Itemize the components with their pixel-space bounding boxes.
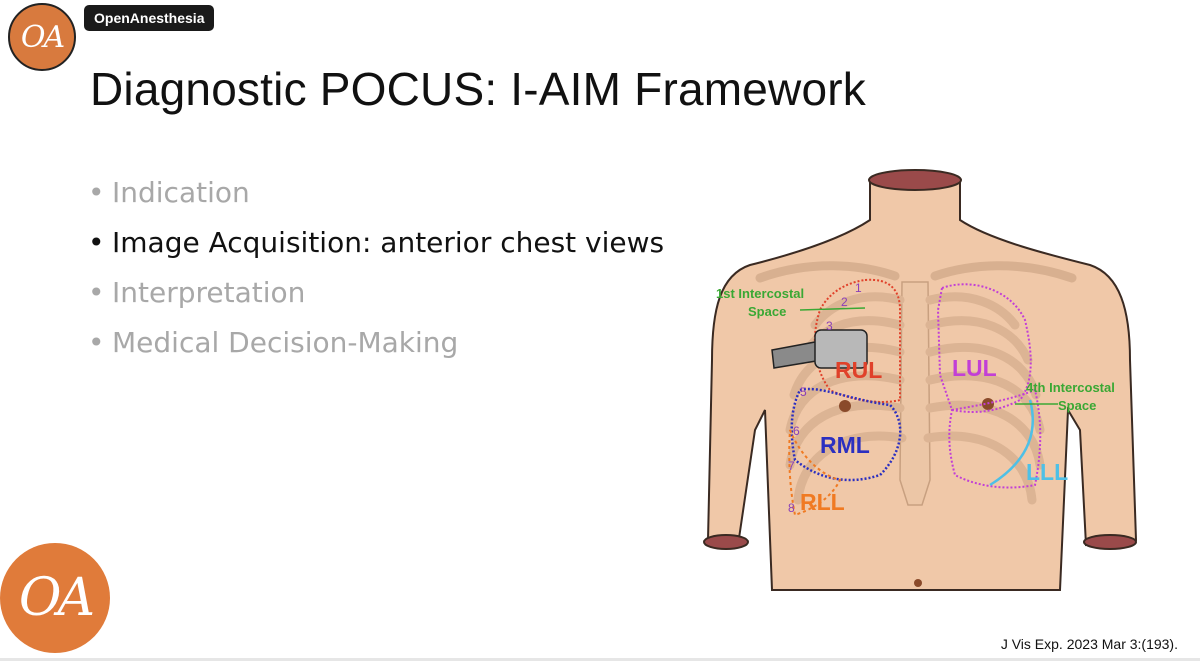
- right-arm-stump: [703, 534, 749, 550]
- bullet-glyph: •: [88, 326, 105, 359]
- bullet-medical-decision-making: •Medical Decision-Making: [88, 322, 664, 372]
- rib-number-1: 1: [855, 281, 862, 295]
- anterior-chest-diagram: 1st Intercostal Space 4th Intercostal Sp…: [703, 169, 1138, 591]
- rib-number-7: 7: [788, 459, 795, 473]
- logo-initials: OA: [18, 568, 95, 628]
- rul-outline: [813, 278, 901, 403]
- first-intercostal-label: 1st Intercostal: [716, 286, 804, 301]
- bullet-text: Image Acquisition: anterior chest views: [112, 226, 665, 259]
- fourth-intercostal-label: 4th Intercostal: [1026, 380, 1115, 395]
- bullet-text: Interpretation: [112, 276, 306, 309]
- rib-number-2: 2: [841, 295, 848, 309]
- citation-text: J Vis Exp. 2023 Mar 3:(193).: [1000, 636, 1178, 652]
- fourth-intercostal-space-label: Space: [1058, 398, 1096, 413]
- first-intercostal-pointer: [799, 307, 866, 311]
- channel-name-label[interactable]: OpenAnesthesia: [84, 5, 215, 31]
- lul-outline: [936, 283, 1032, 413]
- rib-cage: [785, 292, 1045, 505]
- neck-opening: [868, 169, 962, 191]
- bullet-text: Medical Decision-Making: [112, 326, 459, 359]
- rib-number-8: 8: [788, 501, 795, 515]
- bottom-divider: [0, 658, 1200, 661]
- first-intercostal-space-label: Space: [748, 304, 786, 319]
- lll-outline: [948, 388, 1042, 489]
- bullet-glyph: •: [88, 176, 105, 209]
- rul-label: RUL: [835, 357, 882, 383]
- channel-avatar-initials: OA: [20, 19, 65, 55]
- right-clavicle: [755, 261, 900, 283]
- lll-label: LLL: [1026, 459, 1068, 485]
- rib-number-5: 5: [800, 385, 807, 399]
- openanesthesia-logo: OA: [0, 543, 110, 653]
- bullet-glyph: •: [88, 226, 105, 259]
- bullet-text: Indication: [112, 176, 250, 209]
- rll-outline: [788, 429, 842, 517]
- bullet-glyph: •: [88, 276, 105, 309]
- bullet-list: •Indication •Image Acquisition: anterior…: [88, 172, 664, 372]
- lll-line: [989, 399, 1034, 487]
- left-arm-stump: [1083, 534, 1137, 550]
- rib-number-3: 3: [826, 319, 833, 333]
- lul-label: LUL: [952, 355, 997, 381]
- sternum: [899, 281, 931, 506]
- bullet-interpretation: •Interpretation: [88, 272, 664, 322]
- rib-number-6: 6: [793, 424, 800, 438]
- ultrasound-probe: [771, 329, 868, 369]
- rml-outline: [790, 387, 902, 482]
- bullet-image-acquisition: •Image Acquisition: anterior chest views: [88, 222, 664, 272]
- slide-title: Diagnostic POCUS: I-AIM Framework: [90, 63, 866, 115]
- navel: [914, 579, 922, 587]
- rll-label: RLL: [800, 489, 845, 515]
- channel-avatar[interactable]: OA: [8, 3, 76, 71]
- left-clavicle: [930, 261, 1077, 283]
- bullet-indication: •Indication: [88, 172, 664, 222]
- right-nipple: [839, 400, 851, 412]
- rml-label: RML: [820, 432, 870, 458]
